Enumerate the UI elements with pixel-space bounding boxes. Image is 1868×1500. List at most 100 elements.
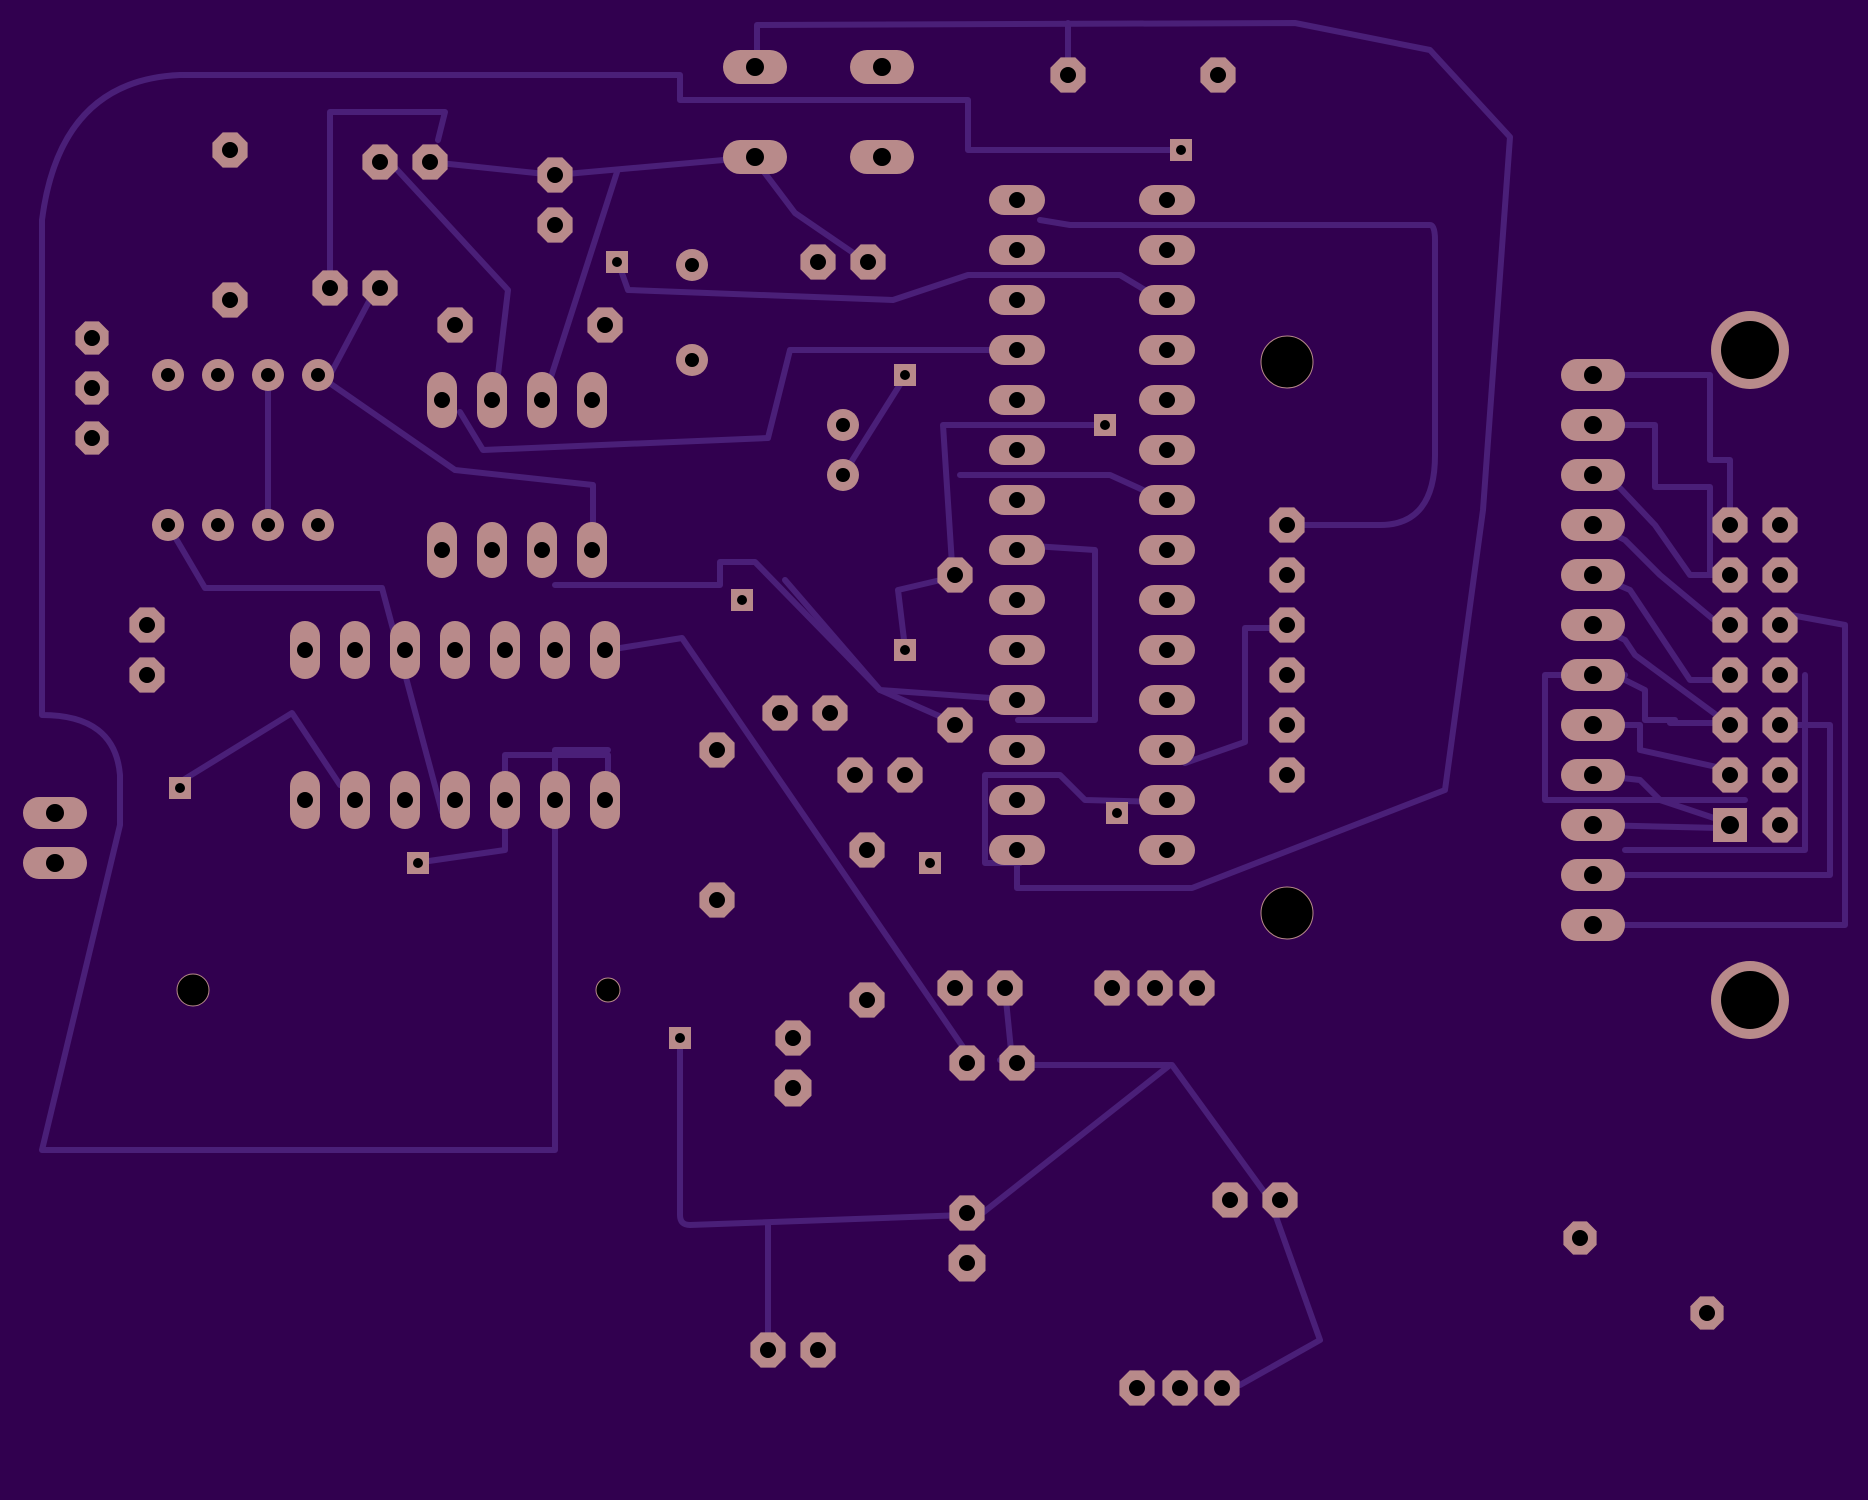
trace-6: [315, 372, 596, 528]
pad-hole-233: [1222, 1192, 1238, 1208]
pad-hole-169: [810, 254, 826, 270]
pad-hole-223: [675, 1033, 685, 1043]
pad-hole-91: [211, 368, 225, 382]
pad-hole-333: [1584, 666, 1602, 684]
pad-hole-271: [1009, 492, 1025, 508]
pad-hole-277: [1159, 542, 1175, 558]
trace-34: [1622, 372, 1733, 528]
pad-hole-273: [1159, 492, 1175, 508]
pad-hole-195: [709, 892, 725, 908]
pad-hole-255: [1009, 292, 1025, 308]
pad-hole-177: [836, 468, 850, 482]
pad-hole-61: [1176, 145, 1186, 155]
pad-hole-55: [873, 148, 891, 166]
pad-hole-157: [46, 804, 64, 822]
mount-hole-161: [595, 977, 621, 1003]
pad-hole-67: [422, 154, 438, 170]
trace-12: [615, 259, 1148, 303]
pad-hole-229: [959, 1205, 975, 1221]
trace-25: [1182, 625, 1290, 766]
pad-hole-69: [547, 167, 563, 183]
pad-hole-125: [297, 642, 313, 658]
pad-hole-375: [1699, 1305, 1715, 1321]
pad-hole-51: [873, 58, 891, 76]
pad-hole-307: [1279, 617, 1295, 633]
pad-hole-129: [397, 642, 413, 658]
pad-hole-171: [860, 254, 876, 270]
pad-hole-237: [760, 1342, 776, 1358]
mount-hole-317: [1721, 321, 1779, 379]
pad-hole-71: [547, 217, 563, 233]
pad-hole-367: [1772, 767, 1788, 783]
pad-hole-267: [1009, 442, 1025, 458]
pad-hole-215: [1147, 980, 1163, 996]
trace-47: [1622, 672, 1808, 853]
trace-16: [940, 422, 1110, 583]
pad-hole-117: [534, 542, 550, 558]
trace-0: [177, 72, 1183, 153]
trace-30: [977, 1062, 1173, 1218]
pad-hole-105: [434, 392, 450, 408]
pad-hole-361: [1722, 717, 1738, 733]
pad-hole-247: [1009, 192, 1025, 208]
pad-hole-59: [1210, 67, 1226, 83]
pad-hole-363: [1772, 717, 1788, 733]
pad-layer: [23, 50, 1798, 1406]
pad-hole-219: [959, 1055, 975, 1071]
pad-hole-323: [1584, 416, 1602, 434]
pad-hole-357: [1722, 667, 1738, 683]
pad-hole-253: [1159, 242, 1175, 258]
pad-hole-87: [84, 430, 100, 446]
trace-23: [605, 635, 968, 1053]
mount-hole-319: [1721, 971, 1779, 1029]
trace-9: [387, 159, 511, 403]
pad-hole-151: [597, 792, 613, 808]
pad-hole-305: [1279, 567, 1295, 583]
pad-hole-95: [311, 368, 325, 382]
pad-hole-159: [46, 854, 64, 872]
pad-hole-297: [1159, 792, 1175, 808]
pad-hole-155: [413, 858, 423, 868]
pad-hole-249: [1159, 192, 1175, 208]
pad-hole-227: [785, 1080, 801, 1096]
pad-hole-201: [859, 842, 875, 858]
mount-hole-315: [1260, 886, 1314, 940]
pad-hole-269: [1159, 442, 1175, 458]
pad-hole-259: [1009, 342, 1025, 358]
pad-hole-281: [1159, 592, 1175, 608]
trace-24: [412, 752, 611, 866]
pad-hole-291: [1009, 742, 1025, 758]
trace-13: [1037, 217, 1438, 528]
pad-hole-235: [1272, 1192, 1288, 1208]
pad-hole-231: [959, 1255, 975, 1271]
pad-hole-345: [1722, 517, 1738, 533]
pad-hole-113: [434, 542, 450, 558]
pad-hole-313: [1279, 767, 1295, 783]
pad-hole-133: [497, 642, 513, 658]
pad-hole-347: [1772, 517, 1788, 533]
pad-hole-279: [1009, 592, 1025, 608]
pad-hole-187: [947, 717, 963, 733]
pad-hole-325: [1584, 466, 1602, 484]
pad-hole-243: [1172, 1380, 1188, 1396]
trace-22: [172, 710, 343, 788]
pad-hole-241: [1129, 1380, 1145, 1396]
pad-hole-53: [746, 148, 764, 166]
pad-hole-193: [709, 742, 725, 758]
mount-hole-314: [1260, 335, 1314, 389]
pad-hole-101: [261, 518, 275, 532]
pad-hole-199: [897, 767, 913, 783]
pad-hole-65: [372, 154, 388, 170]
pad-hole-211: [997, 980, 1013, 996]
pad-hole-369: [1721, 816, 1739, 834]
pad-hole-141: [347, 792, 363, 808]
pad-hole-289: [1159, 692, 1175, 708]
pad-hole-49: [746, 58, 764, 76]
pad-hole-257: [1159, 292, 1175, 308]
trace-17: [957, 472, 1168, 503]
pad-hole-143: [397, 792, 413, 808]
pad-hole-339: [1584, 816, 1602, 834]
pad-hole-147: [497, 792, 513, 808]
trace-14: [457, 347, 1020, 453]
trace-21: [552, 559, 958, 726]
